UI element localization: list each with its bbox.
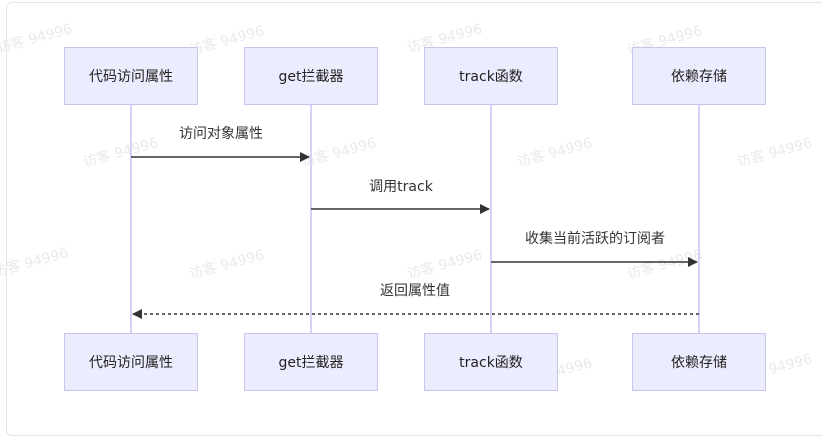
actor-code-access-top: 代码访问属性 (64, 47, 198, 105)
message-label-3: 返回属性值 (380, 283, 450, 299)
actor-track-function-bottom: track函数 (424, 333, 558, 391)
message-label-2: 收集当前活跃的订阅者 (525, 231, 665, 247)
actor-code-access-bottom: 代码访问属性 (64, 333, 198, 391)
actor-dependency-store-top: 依赖存储 (632, 47, 766, 105)
message-label-0: 访问对象属性 (179, 126, 263, 142)
actor-get-interceptor-bottom: get拦截器 (244, 333, 378, 391)
message-label-1: 调用track (369, 179, 433, 195)
actor-dependency-store-bottom: 依赖存储 (632, 333, 766, 391)
actor-track-function-top: track函数 (424, 47, 558, 105)
actor-get-interceptor-top: get拦截器 (244, 47, 378, 105)
